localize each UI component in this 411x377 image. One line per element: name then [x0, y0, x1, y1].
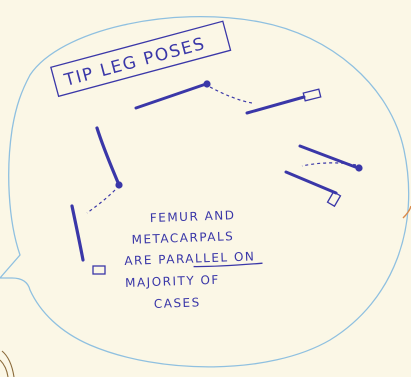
note-line-3-emphasis: PARALLEL	[158, 250, 229, 266]
pose-right-metacarpal	[286, 172, 336, 193]
pose-right-joint	[355, 164, 362, 171]
pose-left-tip	[93, 266, 105, 274]
note-text: FEMUR AND METACARPALS ARE PARALLEL ON MA…	[123, 207, 264, 312]
pose-top-femur	[136, 84, 206, 108]
pose-right	[286, 146, 363, 206]
note-line-4: MAJORITY OF	[125, 273, 220, 290]
note-line-2: METACARPALS	[131, 229, 234, 247]
pose-top-metacarpal	[247, 97, 304, 113]
speech-bubble-outline	[0, 17, 409, 367]
pose-right-tip	[328, 192, 341, 206]
pose-top-tip	[303, 89, 320, 101]
pose-left-metacarpal	[72, 206, 83, 260]
pose-top-dashed	[210, 87, 252, 103]
note-line-1: FEMUR AND	[150, 208, 236, 225]
pose-top-joint	[203, 80, 210, 87]
note-line-3-prefix: ARE	[124, 253, 158, 268]
margin-mark-bottom-left-2	[0, 360, 8, 377]
note-line-3-suffix: ON	[234, 249, 256, 264]
pose-left	[72, 128, 123, 274]
note-line-5: CASES	[154, 295, 201, 311]
pose-left-joint	[115, 181, 122, 188]
pose-right-femur	[300, 146, 358, 168]
pose-left-femur	[97, 128, 119, 185]
pose-top	[136, 80, 321, 113]
pose-left-dashed	[87, 190, 115, 213]
